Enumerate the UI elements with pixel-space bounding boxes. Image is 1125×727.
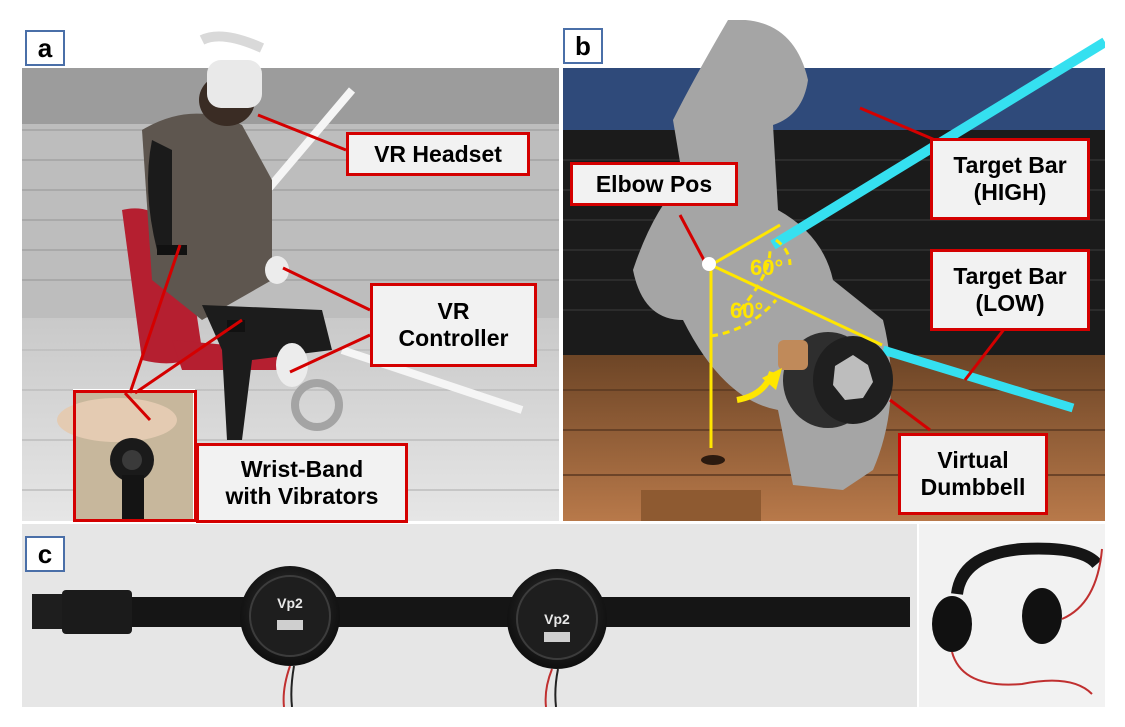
callout-wrist-band-line1: Wrist-Band	[240, 456, 364, 482]
vibrator-1-label: Vp2	[277, 595, 303, 611]
callout-vr-controller-line1: VR	[437, 298, 470, 324]
callout-vr-controller-line2: Controller	[398, 325, 509, 351]
callout-target-bar-low-line2: (LOW)	[975, 290, 1045, 316]
callout-vr-headset: VR Headset	[346, 132, 530, 176]
callout-elbow-pos: Elbow Pos	[570, 162, 738, 206]
callout-target-bar-low: Target Bar (LOW)	[930, 249, 1090, 331]
callout-vr-headset-text: VR Headset	[374, 140, 502, 167]
callout-target-bar-low-line1: Target Bar	[953, 263, 1067, 289]
callout-virtual-dumbbell-line1: Virtual	[937, 447, 1009, 473]
vibrator-2-label: Vp2	[544, 611, 570, 627]
panel-c-label: c	[25, 536, 65, 572]
panel-b-label: b	[563, 28, 603, 64]
callout-target-bar-high-line1: Target Bar	[953, 152, 1067, 178]
callout-target-bar-high: Target Bar (HIGH)	[930, 138, 1090, 220]
panel-c: Vp2 Vp2 c	[22, 524, 1105, 707]
panel-a-label: a	[25, 30, 65, 66]
callout-wrist-band: Wrist-Band with Vibrators	[196, 443, 408, 523]
callout-virtual-dumbbell: Virtual Dumbbell	[898, 433, 1048, 515]
callout-elbow-pos-text: Elbow Pos	[595, 170, 713, 197]
callout-wrist-band-line2: with Vibrators	[225, 483, 379, 509]
inset-photo-frame	[73, 390, 197, 522]
callout-vr-controller: VR Controller	[370, 283, 537, 367]
panel-c-photo: Vp2 Vp2	[22, 524, 1105, 707]
callout-target-bar-high-line2: (HIGH)	[973, 179, 1047, 205]
callout-virtual-dumbbell-line2: Dumbbell	[920, 474, 1026, 500]
